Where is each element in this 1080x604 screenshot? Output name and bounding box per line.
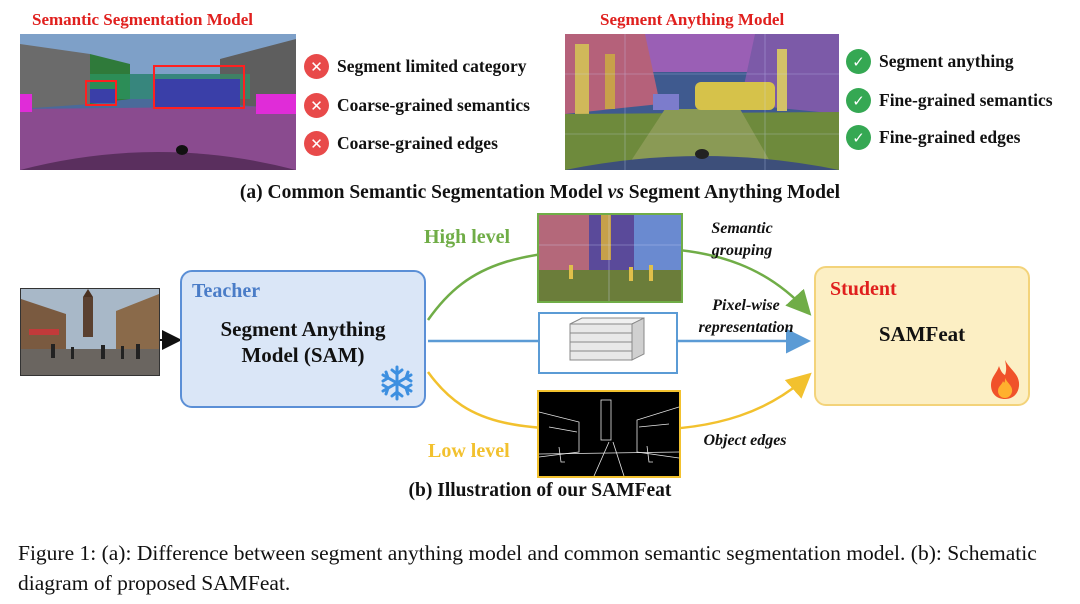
semantic-grouping-label: Semantic grouping	[692, 218, 792, 262]
teacher-label: Teacher	[192, 280, 261, 302]
left-point-2: ✕ Coarse-grained semantics	[304, 93, 530, 118]
teacher-box: Teacher Segment Anything Model (SAM)	[180, 270, 426, 408]
segment-anything-title: Segment Anything Model	[600, 10, 785, 29]
low-level-label: Low level	[428, 440, 510, 462]
segment-anything-image	[565, 34, 839, 170]
caption-a-suffix: Segment Anything Model	[623, 182, 841, 203]
check-icon: ✓	[846, 88, 871, 113]
cross-icon: ✕	[304, 93, 329, 118]
left-point-3: ✕ Coarse-grained edges	[304, 131, 498, 156]
pixel-wise-line-1: Pixel-wise	[712, 297, 780, 314]
semantic-grouping-line-1: Semantic	[711, 220, 773, 237]
caption-a-vs: vs	[607, 182, 624, 203]
cross-icon: ✕	[304, 54, 329, 79]
feature-stack-icon	[569, 317, 645, 361]
student-model-name: SAMFeat	[878, 322, 966, 346]
semantic-segmentation-title: Semantic Segmentation Model	[32, 10, 253, 29]
panel-a-caption: (a) Common Semantic Segmentation Model v…	[0, 182, 1080, 204]
check-icon: ✓	[846, 49, 871, 74]
teacher-model-name: Segment Anything Model (SAM)	[220, 317, 386, 367]
right-point-label: Fine-grained edges	[879, 127, 1021, 147]
feature-map-box	[538, 312, 678, 374]
caption-a-prefix: (a) Common Semantic Segmentation Model	[239, 182, 608, 203]
panel-b-caption: (b) Illustration of our SAMFeat	[408, 480, 672, 501]
right-point-1: ✓ Segment anything	[846, 49, 1014, 74]
semantic-grouping-line-2: grouping	[711, 242, 773, 259]
left-point-label: Coarse-grained semantics	[337, 95, 530, 115]
input-street-image	[20, 288, 160, 376]
student-box: Student SAMFeat	[814, 266, 1030, 406]
object-edges-label: Object edges	[703, 432, 787, 449]
right-point-3: ✓ Fine-grained edges	[846, 125, 1020, 150]
semantic-segmentation-image	[20, 34, 296, 170]
object-edges-image	[537, 390, 681, 478]
pixel-wise-label: Pixel-wise representation	[682, 295, 810, 339]
left-point-label: Segment limited category	[337, 56, 527, 76]
left-point-1: ✕ Segment limited category	[304, 54, 527, 79]
fire-icon	[988, 358, 1022, 400]
left-point-label: Coarse-grained edges	[337, 133, 498, 153]
cross-icon: ✕	[304, 131, 329, 156]
check-icon: ✓	[846, 125, 871, 150]
right-point-label: Segment anything	[879, 51, 1014, 71]
student-label: Student	[830, 278, 897, 300]
snowflake-icon	[378, 364, 416, 402]
figure-caption: Figure 1: (a): Difference between segmen…	[18, 541, 1037, 595]
right-point-2: ✓ Fine-grained semantics	[846, 88, 1053, 113]
semantic-grouping-image	[537, 213, 683, 303]
high-level-label: High level	[424, 226, 511, 248]
pixel-wise-line-2: representation	[698, 319, 794, 336]
right-point-label: Fine-grained semantics	[879, 90, 1053, 110]
